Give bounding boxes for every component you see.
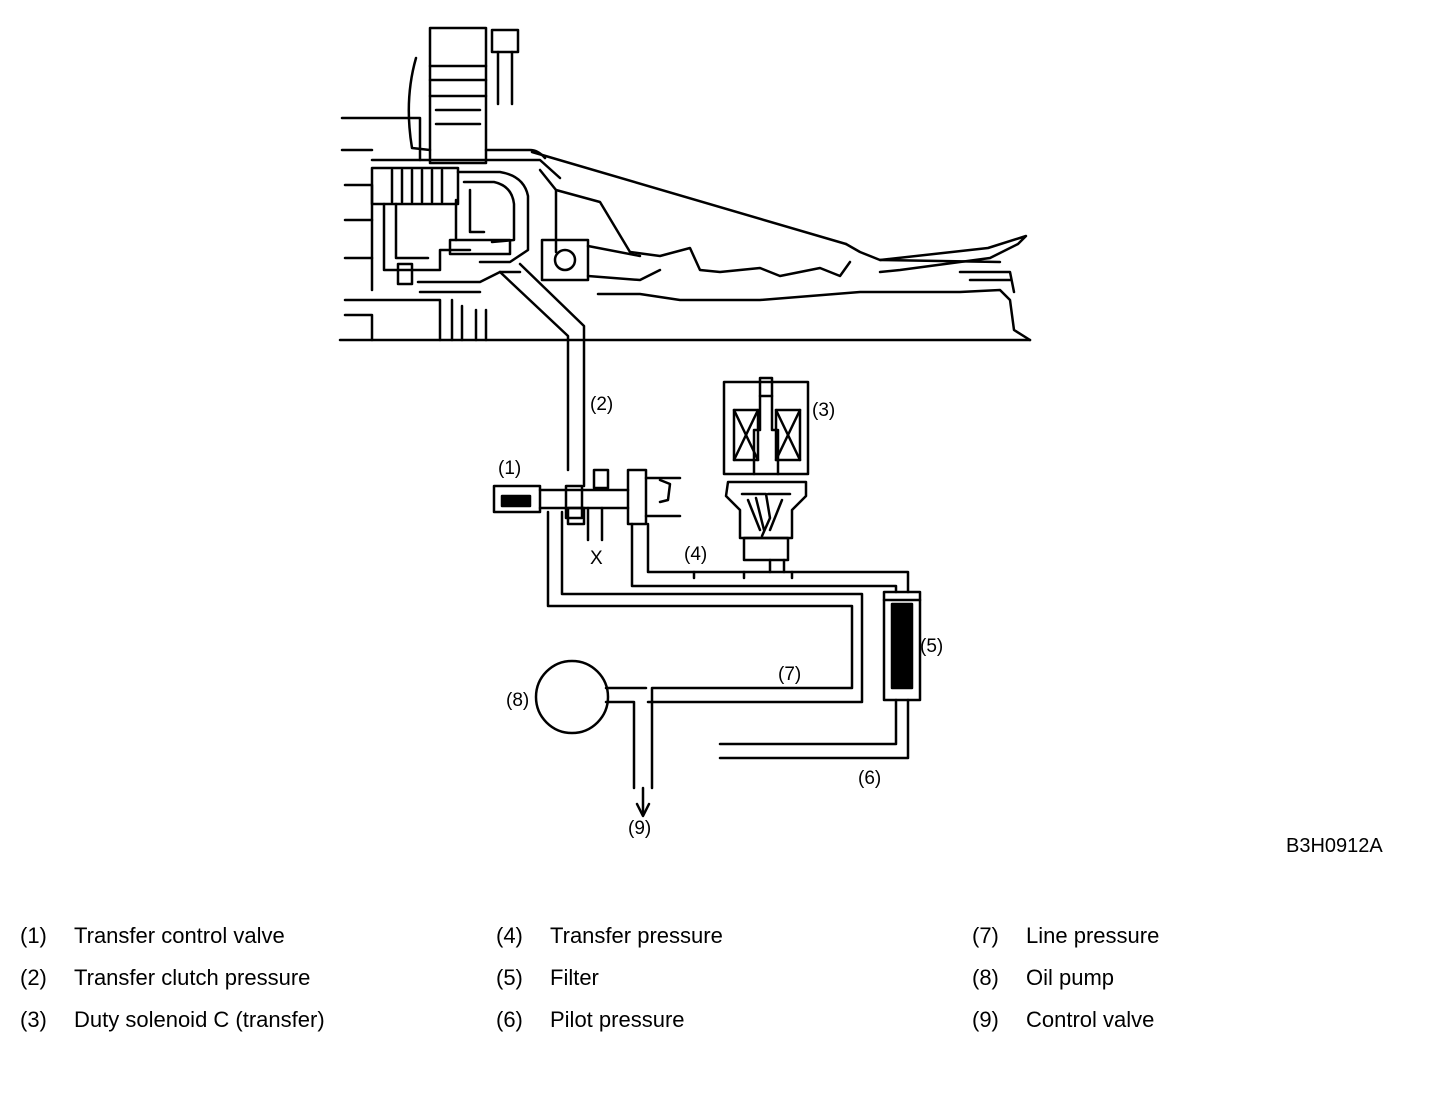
legend-label: Line pressure bbox=[1026, 923, 1160, 948]
legend-number: (5) bbox=[496, 965, 523, 990]
callout-6: (6) bbox=[858, 768, 881, 789]
legend-number: (7) bbox=[972, 923, 999, 948]
legend-label: Pilot pressure bbox=[550, 1007, 685, 1032]
legend-label: Duty solenoid C (transfer) bbox=[74, 1007, 325, 1032]
legend-column-1: (1) Transfer control valve (2) Transfer cl… bbox=[20, 918, 325, 1044]
legend-column-3: (7) Line pressure (8) Oil pump (9) Control … bbox=[972, 918, 1159, 1044]
callout-4: (4) bbox=[684, 544, 707, 565]
callout-3: (3) bbox=[812, 400, 835, 421]
callout-5: (5) bbox=[920, 636, 943, 657]
legend-number: (9) bbox=[972, 1007, 999, 1032]
legend-number: (3) bbox=[20, 1007, 47, 1032]
pilot-pressure-line bbox=[718, 698, 910, 760]
legend-label: Transfer pressure bbox=[550, 923, 723, 948]
legend-item: (6) Pilot pressure bbox=[496, 1002, 723, 1044]
legend-number: (1) bbox=[20, 923, 47, 948]
drain-mark: X bbox=[590, 548, 603, 569]
legend-item: (3) Duty solenoid C (transfer) bbox=[20, 1002, 325, 1044]
callout-2: (2) bbox=[590, 394, 613, 415]
legend: (1) Transfer control valve (2) Transfer cl… bbox=[0, 918, 1456, 1058]
callout-1: (1) bbox=[498, 458, 521, 479]
legend-number: (6) bbox=[496, 1007, 523, 1032]
legend-label: Control valve bbox=[1026, 1007, 1155, 1032]
oil-pump bbox=[534, 659, 610, 735]
legend-label: Filter bbox=[550, 965, 599, 990]
callout-9: (9) bbox=[628, 818, 651, 839]
legend-number: (2) bbox=[20, 965, 47, 990]
callout-7: (7) bbox=[778, 664, 801, 685]
legend-label: Transfer clutch pressure bbox=[74, 965, 311, 990]
legend-item: (7) Line pressure bbox=[972, 918, 1159, 960]
legend-number: (4) bbox=[496, 923, 523, 948]
figure-code: B3H0912A bbox=[1286, 835, 1383, 857]
legend-item: (9) Control valve bbox=[972, 1002, 1159, 1044]
hydraulic-schematic: (1) (2) (3) (4) (5) (6) (7) (8) (9) X B3… bbox=[338, 26, 1383, 857]
filter bbox=[882, 590, 922, 702]
transfer-pressure-line bbox=[630, 522, 910, 594]
duty-solenoid-c bbox=[722, 376, 810, 562]
legend-number: (8) bbox=[972, 965, 999, 990]
legend-item: (8) Oil pump bbox=[972, 960, 1159, 1002]
legend-item: (1) Transfer control valve bbox=[20, 918, 325, 960]
legend-label: Oil pump bbox=[1026, 965, 1115, 990]
transfer-control-valve bbox=[492, 468, 682, 542]
callout-8: (8) bbox=[506, 690, 529, 711]
legend-column-2: (4) Transfer pressure (5) Filter (6) Pilot … bbox=[496, 918, 723, 1044]
legend-label: Transfer control valve bbox=[74, 923, 285, 948]
line-pressure-line bbox=[546, 510, 864, 818]
legend-item: (5) Filter bbox=[496, 960, 723, 1002]
legend-item: (4) Transfer pressure bbox=[496, 918, 723, 960]
transfer-clutch-housing bbox=[338, 26, 1032, 488]
legend-item: (2) Transfer clutch pressure bbox=[20, 960, 325, 1002]
